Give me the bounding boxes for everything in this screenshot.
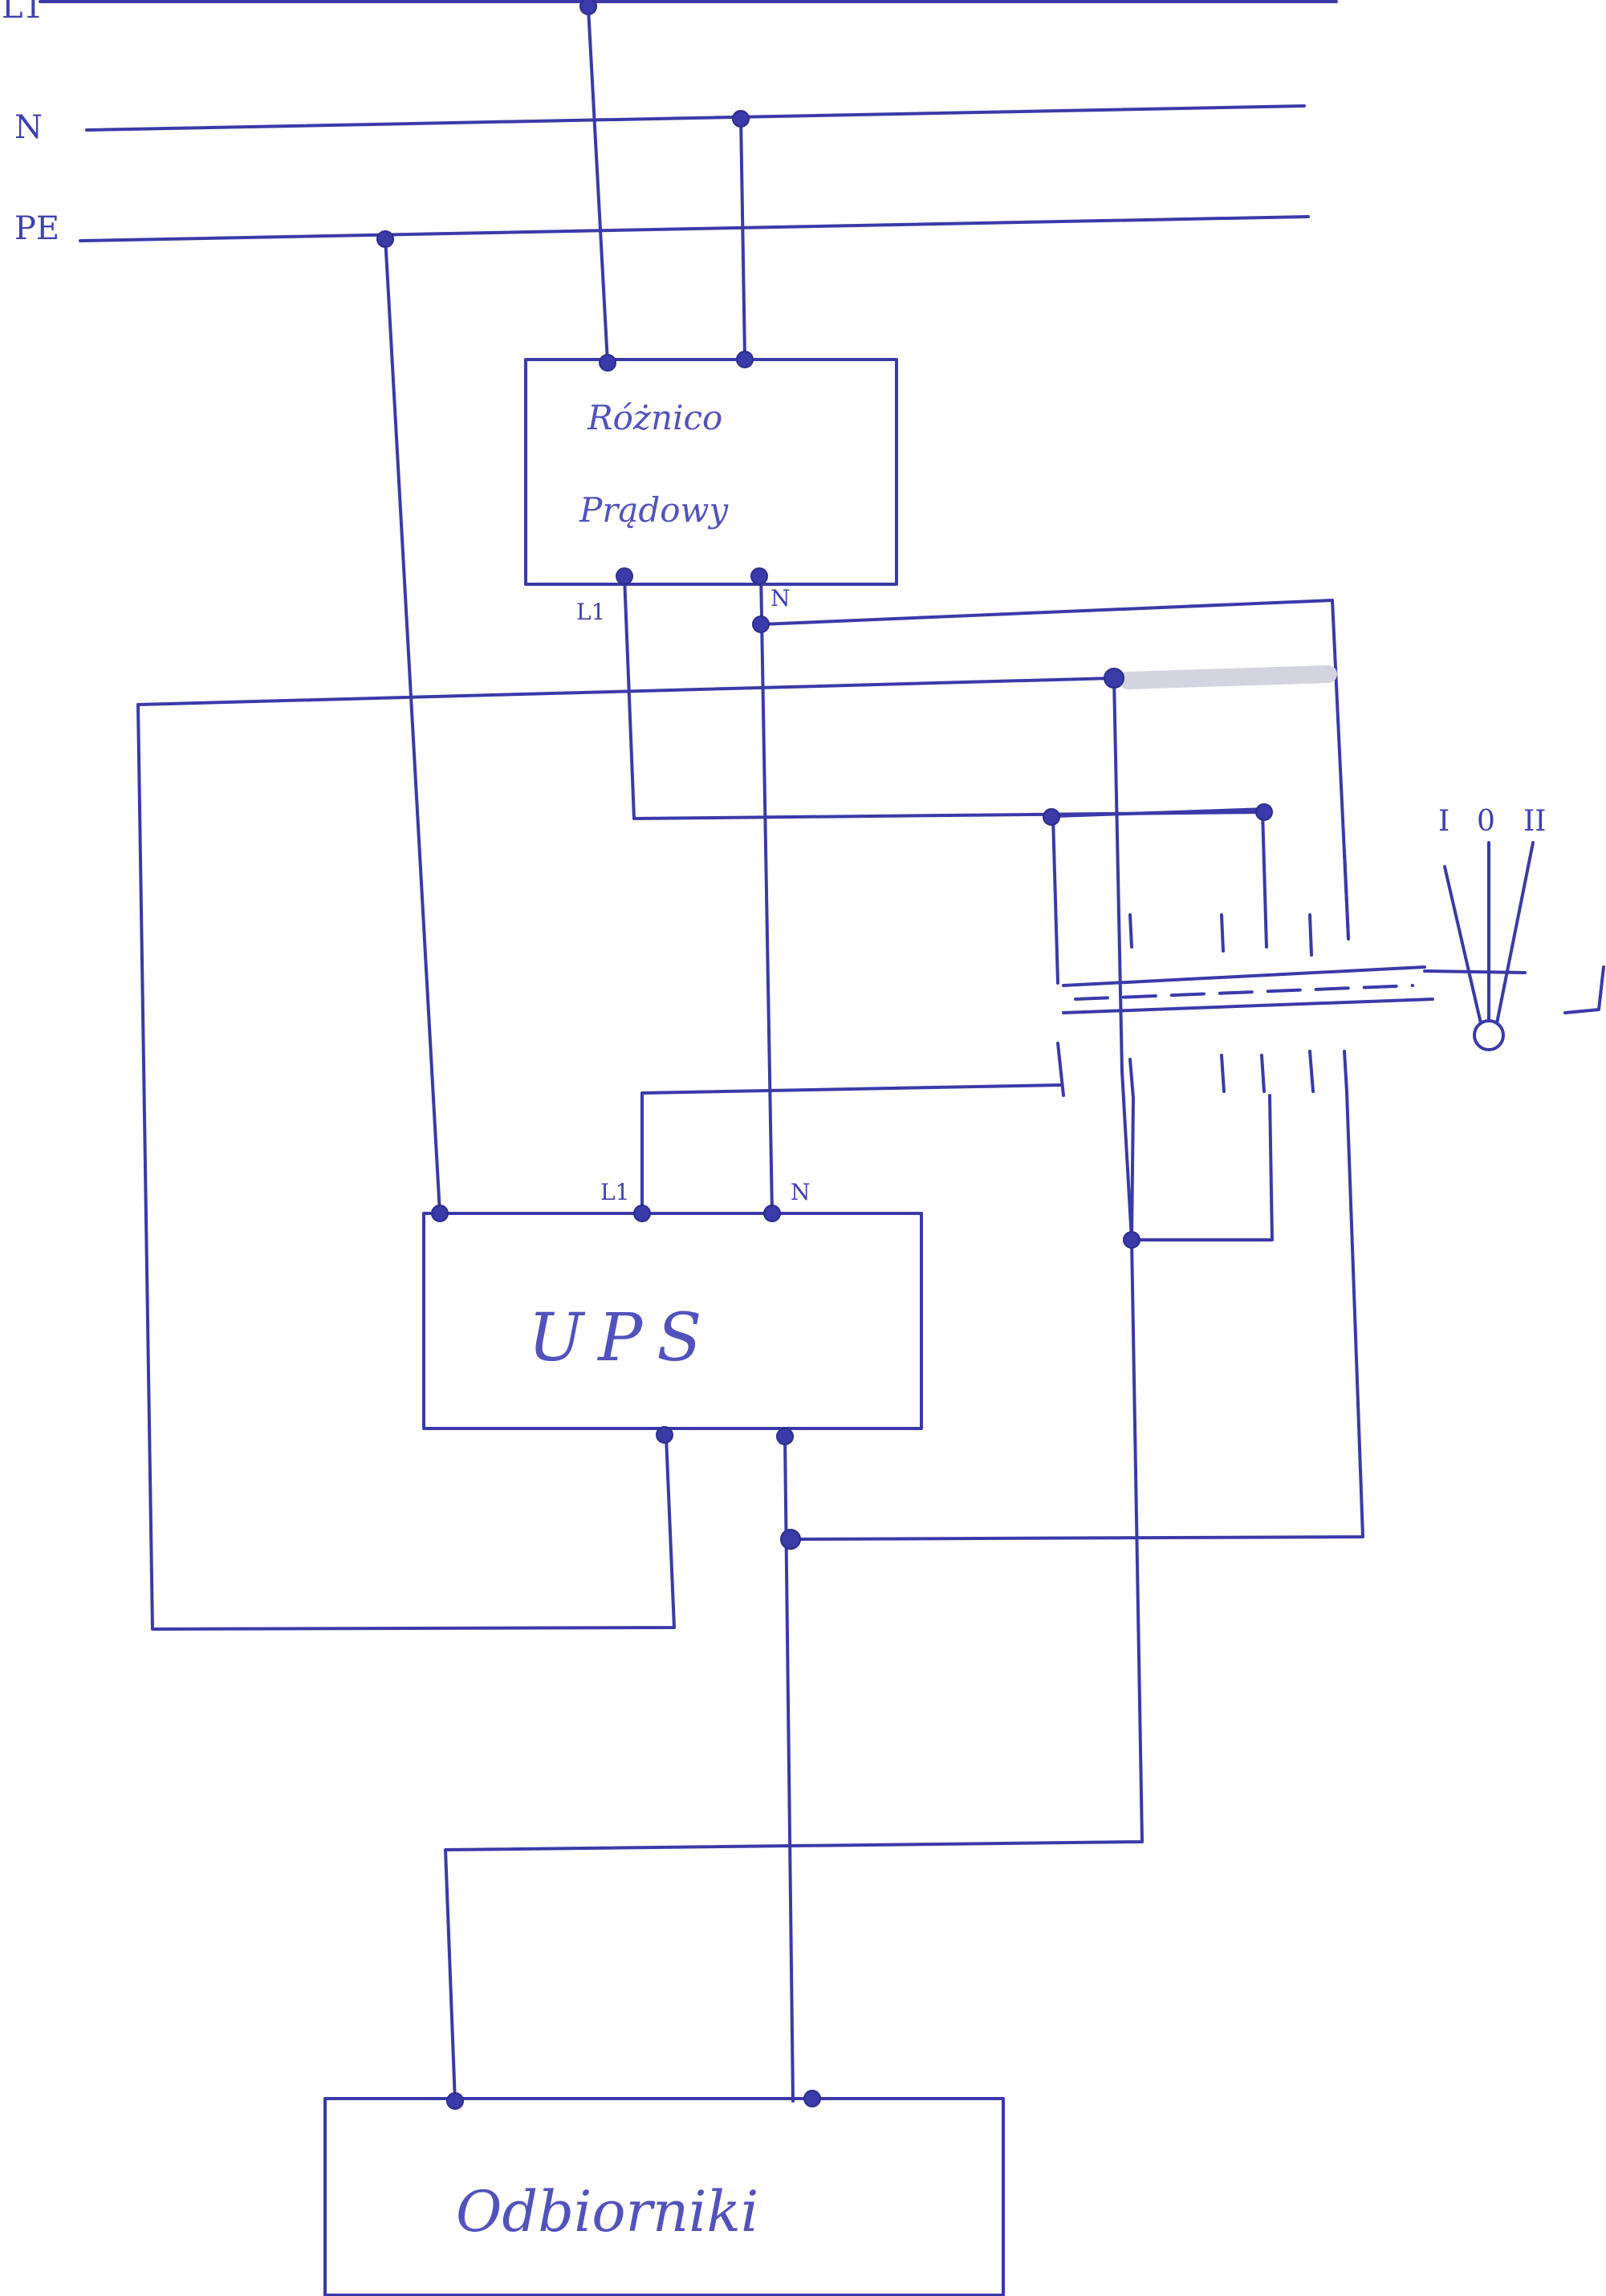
junction-dot xyxy=(446,2092,464,2110)
junction-dot xyxy=(376,230,394,248)
wire-shaded-tie xyxy=(1119,665,1337,689)
junction-dot xyxy=(599,354,616,372)
junction-dot xyxy=(431,1205,449,1222)
ups-outline xyxy=(422,1212,923,1430)
wire-rcd-l1-to-switch xyxy=(623,575,1266,820)
junction-dot xyxy=(1123,1231,1140,1249)
wire-rcd-n-to-switch xyxy=(759,599,1350,939)
load-label: Odbiorniki xyxy=(456,2179,758,2245)
junction-dot xyxy=(752,616,770,633)
contact-c-upper xyxy=(1220,913,1225,953)
ups-pin-label-n: N xyxy=(791,1179,811,1205)
switch-shaft-ext xyxy=(1423,969,1527,974)
ups-box: UPS L1 N xyxy=(422,1179,923,1430)
junction-dot xyxy=(579,0,597,15)
rcd-label-line2: Prądowy xyxy=(579,490,729,530)
rcd-pin-label-l1: L1 xyxy=(576,599,605,625)
rcd-label-line1: Różnico xyxy=(587,398,722,437)
junction-dot xyxy=(776,1428,794,1445)
wire-switch-return xyxy=(1130,1094,1274,1241)
junction-dot xyxy=(1255,803,1273,821)
contact-c-lower xyxy=(1220,1054,1226,1093)
contact-a-lower xyxy=(1056,1042,1065,1097)
junction-dot xyxy=(1104,668,1124,689)
junction-dot xyxy=(763,1205,781,1222)
wire-switch-to-load-n xyxy=(789,1090,1364,1541)
wire-rcd-n-down xyxy=(759,570,774,1215)
junction-dot xyxy=(750,567,768,585)
junction-dot xyxy=(616,567,633,585)
contact-d-lower xyxy=(1308,1050,1315,1093)
switch-pos-1: I xyxy=(1438,805,1449,838)
knob-pointer-left xyxy=(1443,865,1482,1025)
switch-shaft-top xyxy=(1062,965,1426,987)
switch-knob-icon xyxy=(1473,1019,1505,1051)
junction-dot xyxy=(803,2090,821,2107)
contact-d2-upper xyxy=(1343,849,1350,941)
junction-dot xyxy=(1043,808,1060,826)
ups-label: UPS xyxy=(528,1300,716,1376)
rcd-box: Różnico Prądowy L1 N xyxy=(524,358,898,625)
contact-c2-lower xyxy=(1260,1054,1266,1093)
contact-a-upper xyxy=(1051,815,1059,985)
wire-switch-to-ups-l1 xyxy=(640,1083,1063,1215)
rail-label-n: N xyxy=(14,109,43,146)
ground-tail-icon xyxy=(1563,965,1605,1014)
rail-n xyxy=(85,104,1306,132)
ups-pin-label-l1: L1 xyxy=(600,1179,629,1205)
rail-pe xyxy=(79,215,1310,242)
wire-n-to-rcd xyxy=(739,115,746,359)
knob-pointer-right xyxy=(1495,841,1535,1025)
contact-d-upper xyxy=(1308,913,1313,957)
junction-dot xyxy=(780,1529,801,1550)
wire-switch-c-bridge xyxy=(1054,807,1268,818)
contact-d2-lower xyxy=(1343,1050,1348,1093)
switch-pos-0: 0 xyxy=(1477,805,1495,838)
wire-ups-out-loop xyxy=(136,677,1116,1631)
switch-shaft-mid xyxy=(1074,984,1414,1001)
rcd-outline xyxy=(524,358,898,586)
rcd-pin-label-n: N xyxy=(770,585,791,612)
switch-pos-2: II xyxy=(1523,805,1546,838)
supply-rails: L1 N PE xyxy=(2,0,1338,247)
wire-l1-to-rcd xyxy=(587,6,609,364)
wire-pe-to-ups xyxy=(384,235,441,1215)
load-outline xyxy=(323,2097,1005,2296)
load-box: Odbiorniki xyxy=(323,2097,1005,2296)
junction-dot xyxy=(656,1426,673,1444)
junction-dot xyxy=(633,1205,651,1222)
contact-c2-upper xyxy=(1261,809,1268,949)
junction-dot xyxy=(732,110,750,128)
changeover-switch: I 0 II xyxy=(1051,805,1605,1099)
junction-dots xyxy=(376,0,1273,2110)
rail-label-pe: PE xyxy=(14,210,59,247)
contact-b-upper xyxy=(1128,913,1133,949)
switch-shaft-bottom xyxy=(1062,998,1434,1014)
junction-dot xyxy=(736,351,754,368)
contact-b-lower xyxy=(1128,1058,1135,1099)
wire-loop-to-switch-b xyxy=(444,677,1144,2104)
rail-label-l1: L1 xyxy=(2,0,43,26)
